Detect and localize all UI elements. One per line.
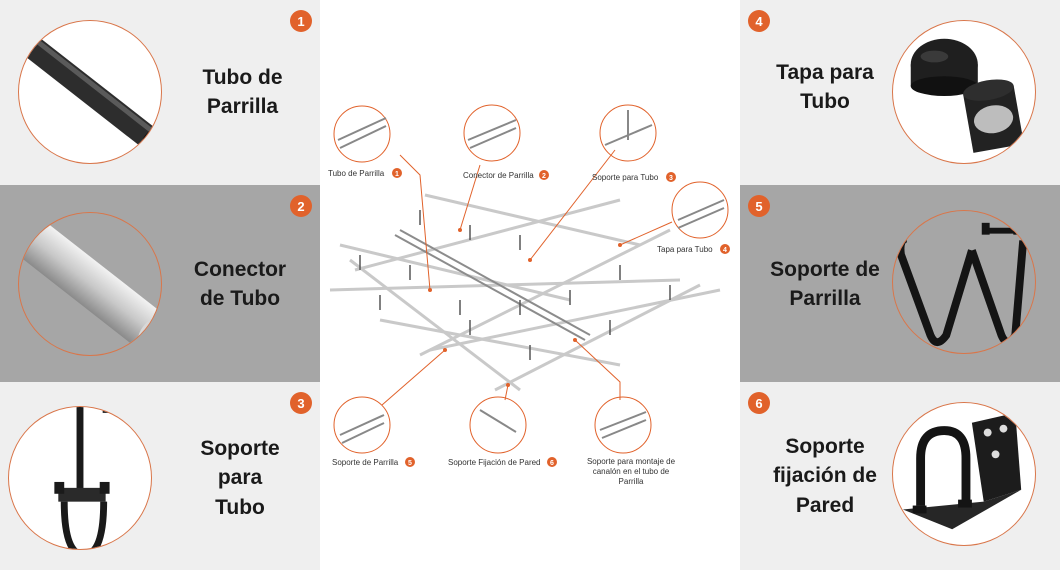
svg-text:Parrilla: Parrilla <box>619 477 644 486</box>
svg-text:canalón en el tubo de: canalón en el tubo de <box>593 467 670 476</box>
assembly-diagram: Tubo de Parrilla 1 Conector de Parrilla … <box>320 0 740 570</box>
diagram-label-4: Tapa para Tubo 4 <box>657 244 730 254</box>
panel-tapa-para-tubo: 4 Tapa para Tubo <box>740 0 1060 185</box>
panel-title: Conector de Tubo <box>193 258 287 311</box>
assembly-diagram-svg: Tubo de Parrilla 1 Conector de Parrilla … <box>328 104 730 486</box>
svg-text:3: 3 <box>669 175 673 182</box>
panel-title: Tapa para Tubo <box>776 61 874 114</box>
panel-title: Soporte de Parrilla <box>770 258 880 311</box>
tube-hanger-icon <box>8 406 152 550</box>
leader-lines <box>381 149 673 406</box>
svg-text:Soporte para Tubo: Soporte para Tubo <box>592 173 659 182</box>
svg-text:Tapa para Tubo: Tapa para Tubo <box>657 245 713 254</box>
callout-circles <box>333 104 729 454</box>
svg-text:Soporte para montaje de: Soporte para montaje de <box>587 457 676 466</box>
tube-cap-icon <box>892 20 1036 164</box>
grid-tubes <box>329 193 721 392</box>
panel-soporte-fijacion-de-pared: 6 Soporte fijación de Pared <box>740 382 1060 570</box>
diagram-label-3: Soporte para Tubo 3 <box>592 172 676 182</box>
panel-tubo-de-parrilla: 1 Tubo de Parrilla <box>0 0 320 185</box>
diagram-label-5: Soporte de Parrilla 5 <box>332 457 415 467</box>
panel-title: Soporte fijación de Pared <box>773 435 877 517</box>
number-badge-6: 6 <box>748 392 770 414</box>
number-badge-4: 4 <box>748 10 770 32</box>
leader-dots <box>428 228 622 387</box>
panel-soporte-para-tubo: 3 Soporte para Tubo <box>0 382 320 570</box>
svg-text:Conector de Parrilla: Conector de Parrilla <box>463 171 534 180</box>
diagram-label-6: Soporte Fijación de Pared 6 <box>448 457 557 467</box>
svg-text:5: 5 <box>408 460 412 467</box>
svg-text:Soporte Fijación de Pared: Soporte Fijación de Pared <box>448 458 541 467</box>
svg-text:1: 1 <box>395 171 399 178</box>
svg-text:2: 2 <box>542 173 546 180</box>
svg-text:4: 4 <box>723 247 727 254</box>
number-badge-2: 2 <box>290 195 312 217</box>
svg-text:Soporte de Parrilla: Soporte de Parrilla <box>332 458 399 467</box>
number-badge-1: 1 <box>290 10 312 32</box>
hangers <box>359 210 671 360</box>
u-bolt-support-icon <box>892 210 1036 354</box>
diagram-label-7: Soporte para montaje de canalón en el tu… <box>587 457 676 486</box>
callout-contents <box>337 110 725 444</box>
svg-text:Tubo de Parrilla: Tubo de Parrilla <box>328 169 385 178</box>
diagram-label-1: Tubo de Parrilla 1 <box>328 168 402 178</box>
number-badge-3: 3 <box>290 392 312 414</box>
svg-text:6: 6 <box>550 460 554 467</box>
panel-title: Soporte para Tubo <box>200 437 280 519</box>
panel-conector-de-tubo: 2 Conector de Tubo <box>0 185 320 382</box>
panel-title: Tubo de Parrilla <box>202 66 283 119</box>
panel-soporte-de-parrilla: 5 Soporte de Parrilla <box>740 185 1060 382</box>
number-badge-5: 5 <box>748 195 770 217</box>
wall-bracket-icon <box>892 402 1036 546</box>
diagram-label-2: Conector de Parrilla 2 <box>463 170 549 180</box>
black-tube-icon <box>18 20 162 164</box>
silver-tube-icon <box>18 212 162 356</box>
